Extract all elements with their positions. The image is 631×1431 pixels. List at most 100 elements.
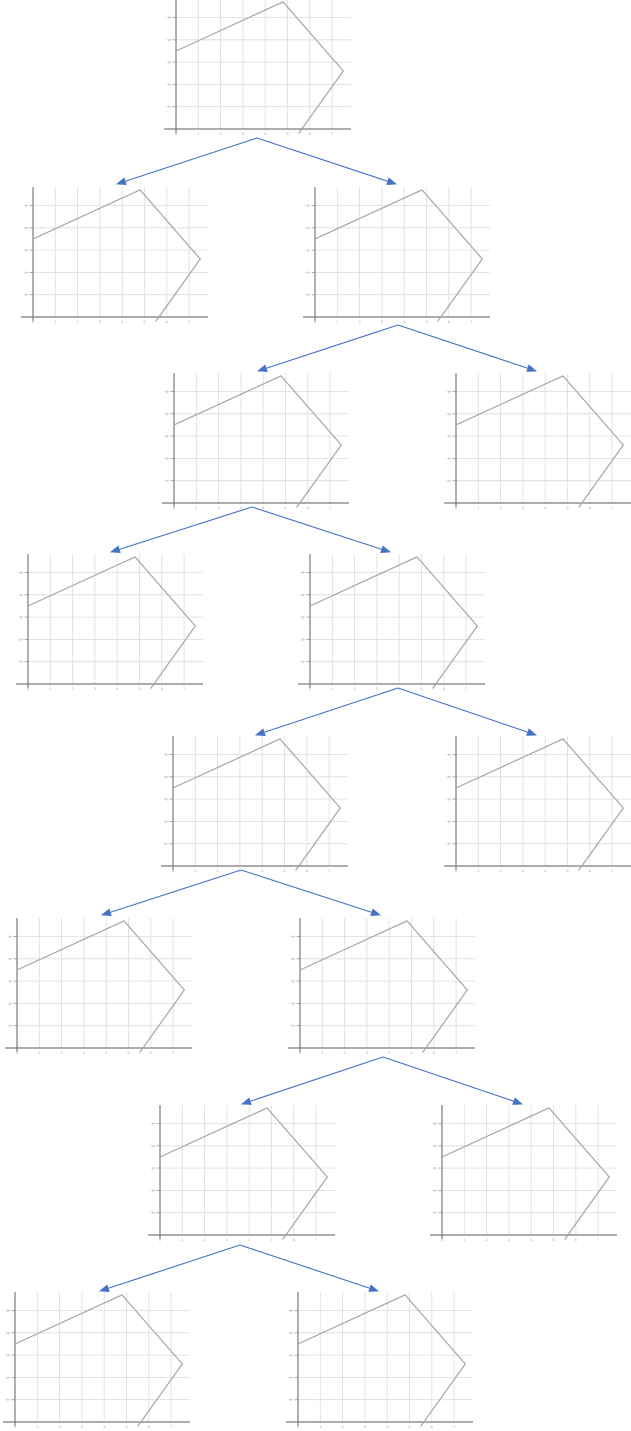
x-tick-label: 0 [159,1237,162,1242]
x-tick-label: 2 [343,1050,346,1055]
x-tick-label: 1 [321,1050,324,1055]
grid [300,554,485,684]
x-tick-label: 3 [242,131,245,136]
x-tick-label: 1 [477,868,480,873]
y-tick-label: 5 [434,1121,437,1126]
x-tick-label: 5 [143,319,146,324]
x-tick-label: 5 [566,868,569,873]
branch-arrow-right [397,687,537,736]
grid [150,1105,335,1235]
x-tick-label: 7 [183,686,186,691]
x-tick-label: 0 [16,1050,19,1055]
y-tick-label: 3 [448,797,451,802]
y-tick-label: 2 [307,270,310,275]
y-tick-label: 4 [20,592,23,597]
grid [432,1105,617,1235]
y-tick-label: 4 [9,956,12,961]
x-tick-label: 7 [465,686,468,691]
x-tick-label: 2 [219,131,222,136]
y-tick-label: 4 [7,1330,10,1335]
x-tick-label: 5 [566,505,569,510]
grid [7,918,192,1048]
x-tick-label: 1 [331,686,334,691]
polygon-outline [299,920,469,1053]
y-tick-label: 1 [9,1023,12,1028]
y-tick-label: 1 [168,104,171,109]
x-tick-label: 6 [150,1050,153,1055]
x-tick-label: 5 [270,1237,273,1242]
x-tick-label: 0 [175,131,178,136]
x-tick-label: 3 [99,319,102,324]
branch-arrow-left [99,1244,241,1292]
y-tick-label: 5 [168,15,171,20]
x-tick-label: 4 [248,1237,251,1242]
x-tick-label: 0 [172,868,175,873]
y-tick-label: 1 [25,292,28,297]
y-tick-label: 5 [9,934,12,939]
x-tick-label: 6 [443,686,446,691]
grid [288,1292,473,1422]
y-tick-label: 3 [7,1353,10,1358]
grid [23,187,208,317]
x-tick-label: 0 [455,868,458,873]
y-tick-label: 5 [166,389,169,394]
x-tick-label: 0 [299,1050,302,1055]
branch-arrow-left [241,1056,384,1105]
grid [446,373,631,503]
branch-arrow-right [251,506,391,554]
y-tick-label: 3 [152,1166,155,1171]
y-tick-label: 4 [434,1143,437,1148]
y-tick-label: 1 [166,478,169,483]
polygon-outline [309,556,479,689]
x-tick-label: 0 [173,505,176,510]
x-tick-label: 2 [60,1050,63,1055]
y-tick-label: 3 [434,1166,437,1171]
branch-arrow-left [255,687,399,736]
x-tick-label: 2 [71,686,74,691]
y-tick-label: 1 [434,1210,437,1215]
branch-arrow-left [257,324,399,372]
branch-arrow-left [116,137,258,185]
x-tick-label: 1 [181,1237,184,1242]
branch-arrow-left [110,506,253,554]
y-tick-label: 3 [9,979,12,984]
y-tick-label: 5 [290,1308,293,1313]
polygon-outline [172,738,342,871]
y-tick-label: 2 [166,456,169,461]
x-tick-label: 7 [611,868,614,873]
polygon-outline [441,1107,611,1240]
y-tick-label: 5 [25,203,28,208]
branch-arrow-right [240,869,381,917]
y-tick-label: 1 [20,659,23,664]
y-tick-label: 2 [292,1001,295,1006]
y-tick-label: 5 [448,752,451,757]
x-tick-label: 3 [366,1050,369,1055]
x-tick-label: 0 [27,686,30,691]
x-tick-label: 3 [226,1237,229,1242]
polygon-outline [314,189,484,322]
branch-arrow-right [256,137,397,185]
y-tick-label: 4 [448,411,451,416]
y-tick-label: 5 [165,752,168,757]
polygon-outline [297,1294,467,1427]
polygon-outline [16,920,186,1053]
y-tick-label: 2 [165,819,168,824]
x-tick-label: 4 [262,505,265,510]
x-tick-label: 6 [307,505,310,510]
x-tick-label: 5 [410,1050,413,1055]
y-tick-label: 3 [302,615,305,620]
x-tick-label: 1 [195,505,198,510]
x-tick-label: 0 [455,505,458,510]
x-tick-label: 1 [38,1050,41,1055]
x-tick-label: 2 [485,1237,488,1242]
x-tick-label: 0 [441,1237,444,1242]
grid [5,1292,190,1422]
